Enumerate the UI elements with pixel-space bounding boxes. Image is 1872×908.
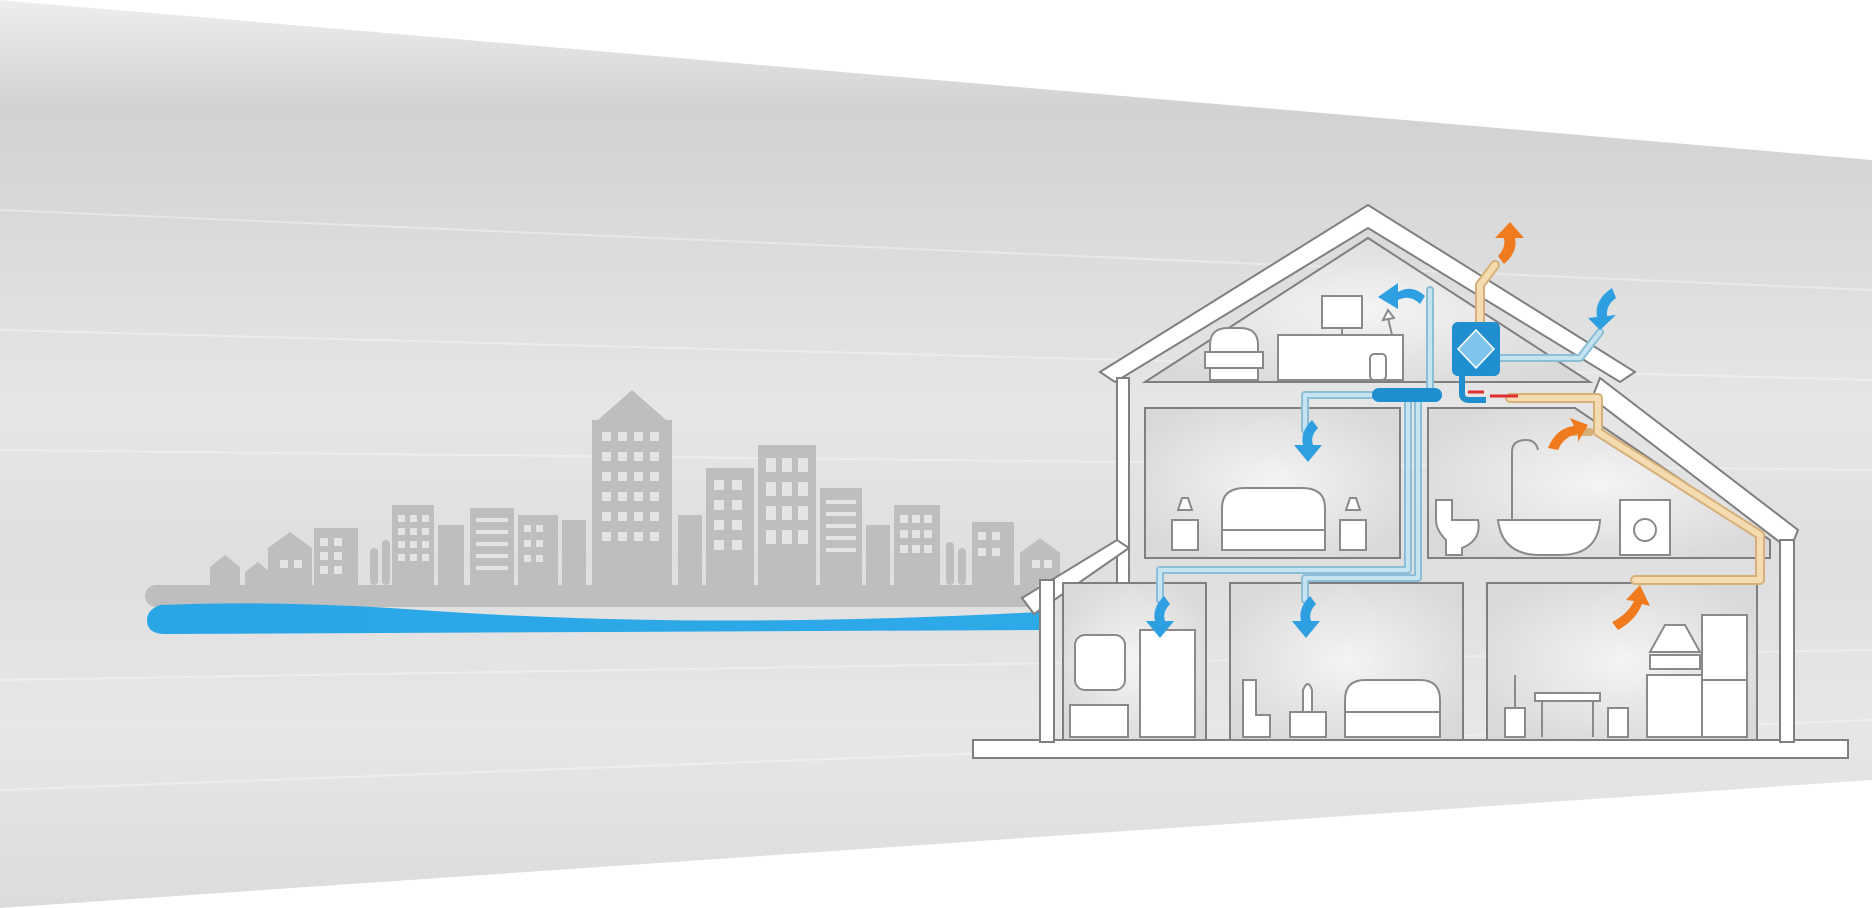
fresh-air-arrow-icon — [1146, 283, 1616, 638]
water-ribbon — [147, 603, 1040, 634]
warm-air-arrow-icon — [1495, 222, 1650, 630]
city-skyline — [145, 390, 1060, 607]
house-cutaway — [972, 203, 1849, 759]
recuperator-icon — [1452, 322, 1500, 403]
supply-manifold — [1372, 388, 1442, 402]
exhaust-ducts — [1475, 260, 1765, 585]
furniture — [1069, 295, 1748, 738]
